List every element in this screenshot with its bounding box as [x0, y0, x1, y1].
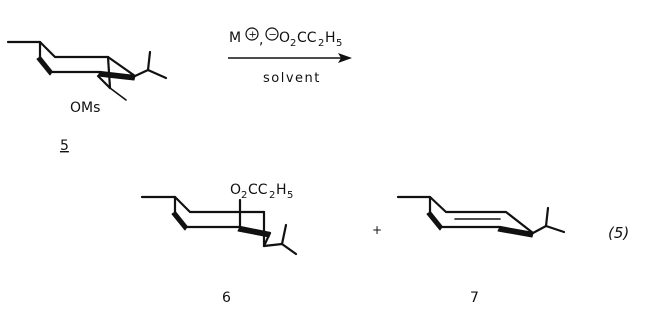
- reagent-label: M + , − O 2 CC 2 H 5: [229, 27, 342, 49]
- reagent-cation-charge: +: [249, 30, 257, 41]
- compound-6-number: 6: [222, 290, 231, 306]
- anion-charge-circle: [265, 27, 279, 41]
- compound-7-number: 7: [470, 290, 479, 306]
- reagent-comma: ,: [259, 32, 263, 48]
- compound-5-structure: [6, 40, 168, 101]
- c6-sub-2: 2: [241, 190, 247, 201]
- equation-number: (5): [608, 224, 629, 242]
- c6-sub-o: O: [230, 182, 241, 198]
- compound-5-number: 5: [60, 138, 69, 154]
- reagent-anion-charge: −: [269, 30, 277, 41]
- compound-6-substituent-label: O 2 CC 2 H 5: [230, 182, 293, 201]
- compound-7-structure: [396, 195, 566, 238]
- reagent-anion-cc: CC: [297, 30, 317, 46]
- reagent-anion-sub2b: 2: [318, 38, 324, 49]
- reagent-anion-h: H: [325, 30, 336, 46]
- reagent-anion-o: O: [279, 30, 290, 46]
- reagent-cation: M: [229, 30, 241, 46]
- condition-label: solvent: [263, 71, 321, 86]
- c6-sub-2b: 2: [269, 190, 275, 201]
- c6-sub-5: 5: [287, 190, 293, 201]
- cation-charge-circle: [245, 27, 259, 41]
- reagent-anion-sub2: 2: [290, 38, 296, 49]
- c6-sub-h: H: [276, 182, 287, 198]
- reaction-arrow-head: [338, 53, 352, 63]
- c6-sub-cc: CC: [248, 182, 268, 198]
- reagent-anion-sub5: 5: [336, 38, 342, 49]
- plus-sign: +: [372, 223, 382, 237]
- compound-5-substituent-label: OMs: [70, 100, 100, 116]
- compound-6-structure: [140, 195, 298, 256]
